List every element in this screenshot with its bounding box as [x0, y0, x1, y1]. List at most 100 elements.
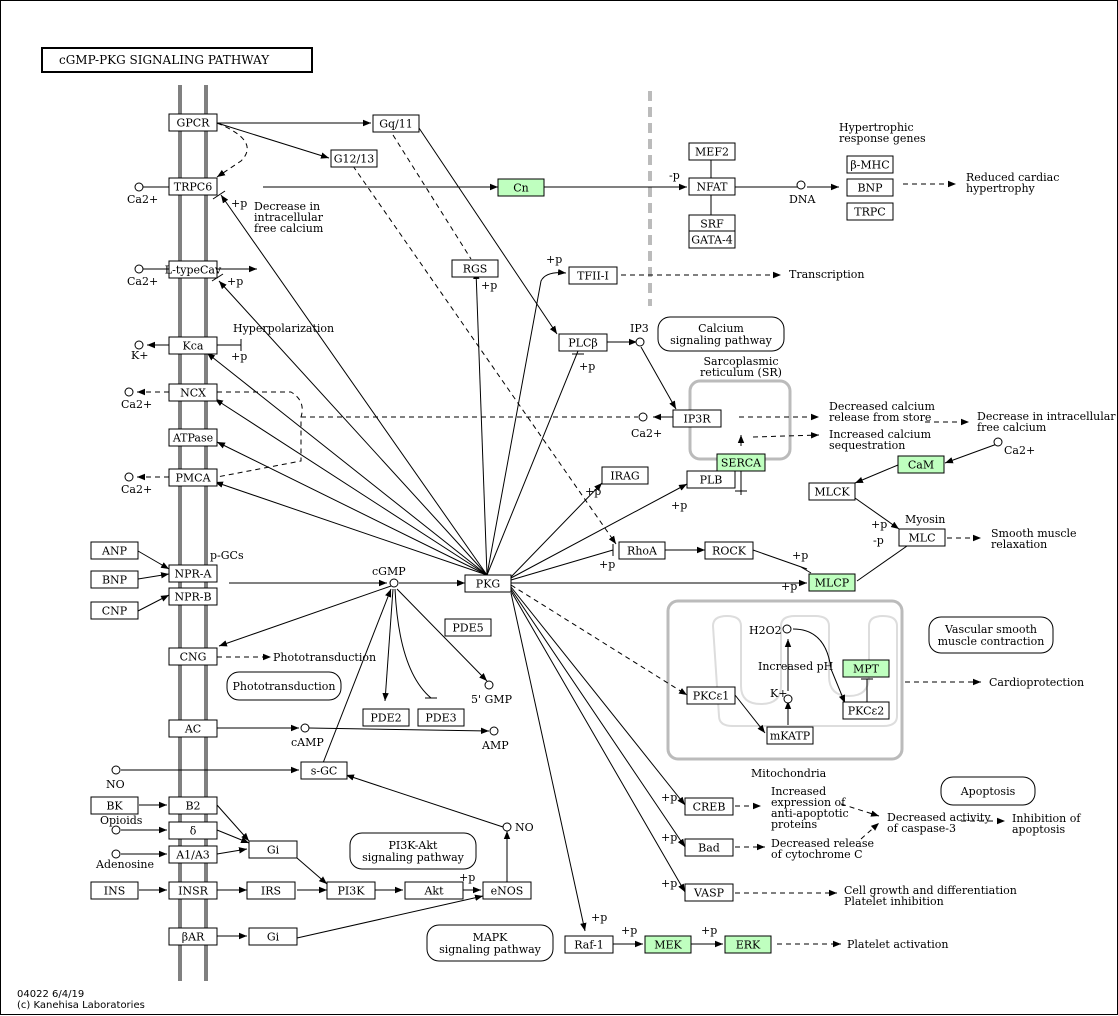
gene-rhoa[interactable]: RhoA	[618, 541, 666, 560]
compound-kplus[interactable]: K+	[770, 687, 793, 704]
gene-s-gc[interactable]: s-GC	[300, 761, 348, 780]
gene-label: AC	[184, 723, 201, 736]
gene-kca[interactable]: Kca	[168, 336, 218, 355]
gene-ins[interactable]: INS	[90, 881, 139, 900]
gene-label: CNP	[102, 605, 128, 618]
gene-rgs[interactable]: RGS	[451, 259, 499, 278]
compound-ca2-5[interactable]: Ca2+	[631, 412, 662, 440]
gene-pde2[interactable]: PDE2	[362, 708, 410, 727]
gene-mef2[interactable]: MEF2	[688, 142, 736, 161]
gene-tfii-i[interactable]: TFII-I	[568, 266, 618, 285]
gene-gq-11[interactable]: Gq/11	[372, 114, 420, 133]
gene-nfat[interactable]: NFAT	[688, 177, 736, 196]
compound-cgmp[interactable]: cGMP	[372, 565, 406, 588]
gene-gata-4[interactable]: GATA-4	[688, 230, 736, 249]
gene-[interactable]: δ	[168, 821, 218, 840]
gene-plb[interactable]: PLB	[686, 470, 736, 489]
gene-pkc-2[interactable]: PKCε2	[842, 701, 890, 720]
compound-dna[interactable]: DNA	[789, 180, 816, 206]
gene-anp[interactable]: ANP	[90, 541, 139, 560]
compound-no1[interactable]: NO	[106, 765, 125, 791]
gene-ac[interactable]: AC	[168, 719, 218, 738]
gene-pkc-1[interactable]: PKCε1	[686, 686, 736, 705]
compound-h2o2[interactable]: H2O2	[749, 624, 792, 637]
gene-gpcr[interactable]: GPCR	[168, 113, 218, 132]
compound-gmp5[interactable]: 5' GMP	[471, 680, 513, 706]
compound-opioids[interactable]: Opioids	[100, 814, 143, 835]
gene-cnp[interactable]: CNP	[90, 601, 139, 620]
compound-ca2-3[interactable]: Ca2+	[121, 387, 152, 411]
compound-adenosine[interactable]: Adenosine	[95, 849, 154, 871]
gene-gi[interactable]: Gi	[248, 840, 298, 859]
gene-akt[interactable]: Akt	[404, 881, 464, 900]
gene-ar[interactable]: βAR	[168, 927, 218, 946]
gene-label: PDE3	[425, 712, 456, 725]
gene-plc[interactable]: PLCβ	[558, 333, 608, 352]
gene-mlck[interactable]: MLCK	[808, 482, 856, 501]
compound-ip3[interactable]: IP3	[630, 322, 649, 347]
gene-label: PLB	[700, 474, 723, 487]
gene-ip3r[interactable]: IP3R	[672, 409, 722, 428]
gene-irag[interactable]: IRAG	[601, 466, 649, 485]
gene-pkg[interactable]: PKG	[464, 574, 512, 593]
compound-no2[interactable]: NO	[502, 821, 534, 834]
gene-mpt[interactable]: MPT	[842, 659, 890, 678]
compound-ca2-4[interactable]: Ca2+	[121, 472, 152, 496]
compound-amp[interactable]: AMP	[481, 726, 509, 752]
gene-ncx[interactable]: NCX	[168, 383, 218, 402]
gene-cam[interactable]: CaM	[897, 455, 945, 474]
compound-ca2-6[interactable]: Ca2+	[993, 437, 1035, 457]
gene-creb[interactable]: CREB	[684, 797, 734, 816]
gene-vasp[interactable]: VASP	[684, 883, 734, 902]
gene-pmca[interactable]: PMCA	[168, 468, 218, 487]
gene-bnp[interactable]: BNP	[846, 178, 894, 197]
gene-mlcp[interactable]: MLCP	[808, 573, 856, 592]
compound-camp[interactable]: cAMP	[291, 723, 324, 749]
gene-enos[interactable]: eNOS	[482, 881, 532, 900]
gene-label: G12/13	[334, 153, 375, 166]
gene-label: s-GC	[311, 765, 338, 778]
map-apoptosis[interactable]: Apoptosis	[940, 776, 1036, 806]
gene-cn[interactable]: Cn	[497, 178, 545, 197]
gene-label: PLCβ	[568, 337, 597, 350]
gene-bnp[interactable]: BNP	[90, 570, 139, 589]
gene-cng[interactable]: CNG	[168, 647, 218, 666]
gene-serca[interactable]: SERCA	[716, 453, 766, 472]
gene-b2[interactable]: B2	[168, 796, 218, 815]
gene-mhc[interactable]: β-MHC	[846, 155, 894, 174]
map-phototransduction[interactable]: Phototransduction	[226, 671, 342, 701]
gene-srf[interactable]: SRF	[688, 214, 736, 233]
gene-mek[interactable]: MEK	[644, 935, 692, 954]
gene-rock[interactable]: ROCK	[704, 541, 754, 560]
compound-ca2-1[interactable]: Ca2+	[127, 182, 158, 206]
gene-npr-b[interactable]: NPR-B	[168, 587, 218, 606]
compound-label: AMP	[481, 739, 509, 752]
gene-raf-1[interactable]: Raf-1	[564, 935, 614, 954]
compound-ca2-2[interactable]: Ca2+	[127, 264, 158, 288]
gene-mlc[interactable]: MLC	[898, 528, 946, 547]
gene-atpase[interactable]: ATPase	[168, 428, 218, 447]
gene-a1-a3[interactable]: A1/A3	[168, 845, 218, 864]
gene-pde3[interactable]: PDE3	[417, 708, 465, 727]
footer: 04022 6/4/19 (c) Kanehisa Laboratories	[17, 989, 145, 1011]
gene-pi3k[interactable]: PI3K	[326, 881, 376, 900]
compound-k[interactable]: K+	[131, 340, 148, 362]
gene-insr[interactable]: INSR	[168, 881, 218, 900]
gene-trpc6[interactable]: TRPC6	[168, 177, 218, 196]
gene-g12-13[interactable]: G12/13	[330, 149, 378, 168]
gene-npr-a[interactable]: NPR-A	[168, 564, 218, 583]
gene-mkatp[interactable]: mKATP	[766, 726, 814, 745]
gene-pde5[interactable]: PDE5	[444, 618, 492, 637]
gene-irs[interactable]: IRS	[246, 881, 296, 900]
gene-gi[interactable]: Gi	[248, 927, 298, 946]
gene-trpc[interactable]: TRPC	[846, 202, 894, 221]
gene-l-typecav[interactable]: L-typeCav	[165, 260, 222, 279]
gene-erk[interactable]: ERK	[724, 935, 772, 954]
gene-bad[interactable]: Bad	[684, 838, 734, 857]
gene-bk[interactable]: BK	[90, 796, 139, 815]
